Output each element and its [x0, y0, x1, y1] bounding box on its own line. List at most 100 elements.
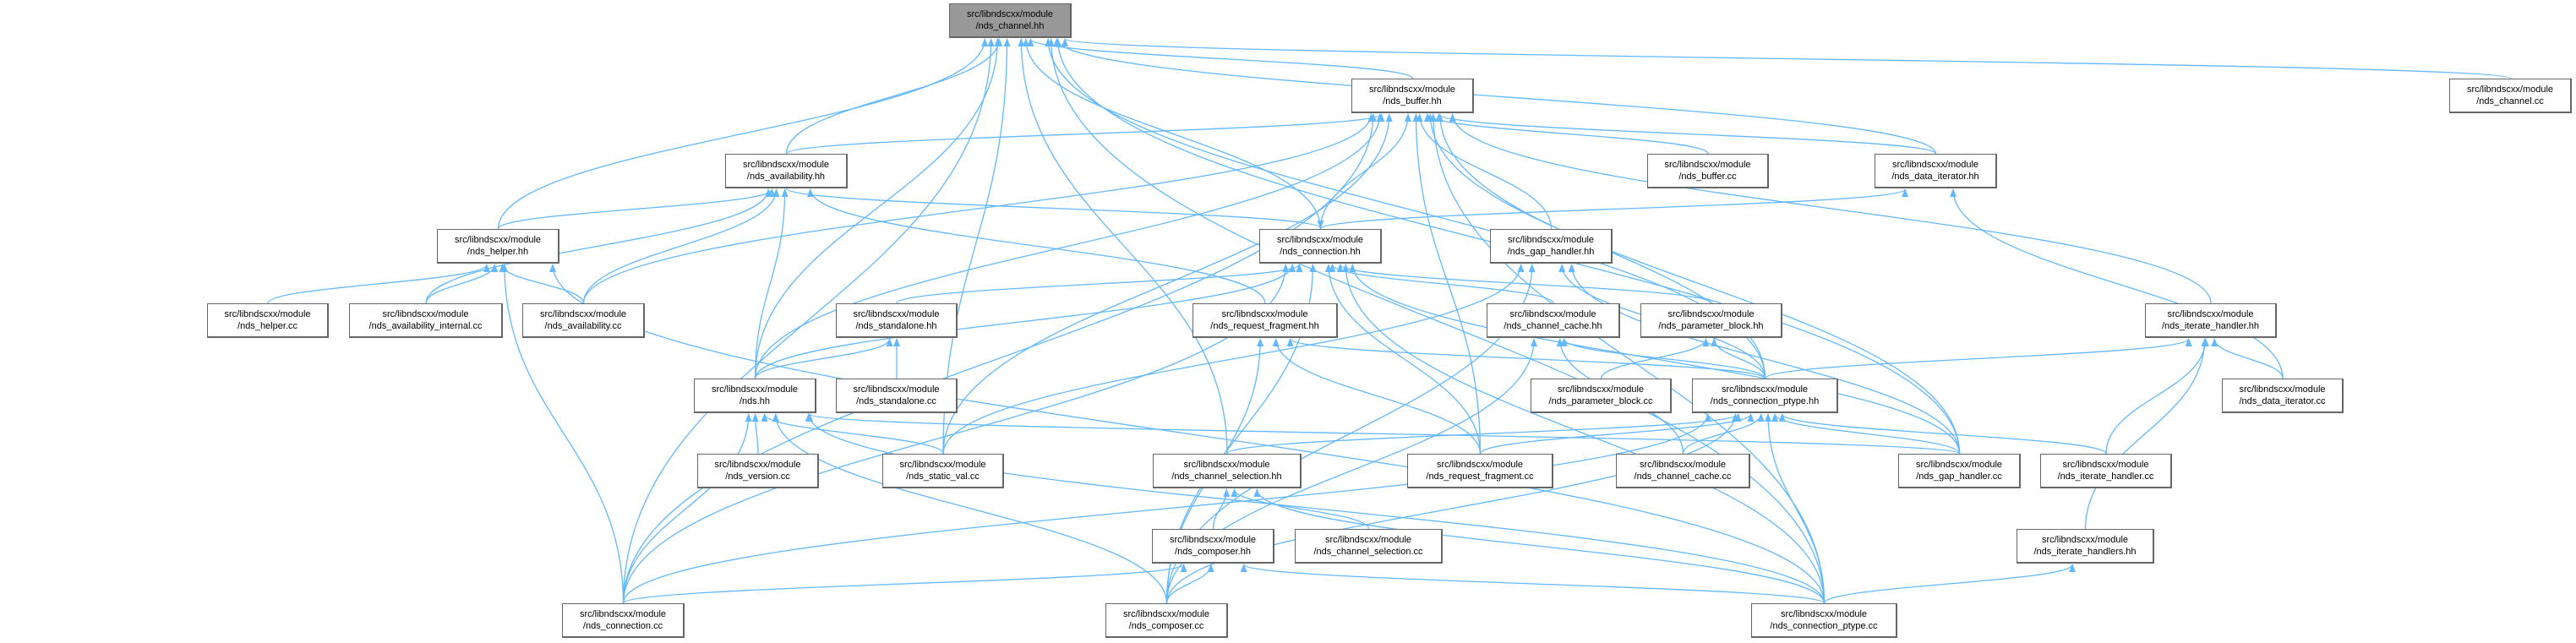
- file-node-label: /nds.hh: [739, 396, 771, 406]
- file-node-channel-hh[interactable]: src/libndscxx/module/nds_channel.hh: [949, 3, 1072, 38]
- file-node-channel-cc[interactable]: src/libndscxx/module/nds_channel.cc: [2449, 79, 2572, 113]
- file-node-connection-cc[interactable]: src/libndscxx/module/nds_connection.cc: [562, 603, 685, 638]
- include-edge-connection-ptype-hh-to-channel-cache-hh: [1560, 338, 1766, 379]
- include-edge-gap-handler-cc-to-gap-handler-hh: [1568, 264, 1961, 455]
- file-node-label: /nds_helper.hh: [467, 247, 529, 257]
- file-node-version-cc[interactable]: src/libndscxx/module/nds_version.cc: [697, 454, 819, 488]
- file-node-label: src/libndscxx/module: [714, 460, 801, 470]
- include-edge-request-fragment-cc-to-request-fragment-hh: [1272, 338, 1482, 455]
- include-edge-connection-ptype-cc-to-iterate-handlers-hh: [1823, 564, 2076, 604]
- file-node-label: src/libndscxx/module: [1183, 460, 1270, 470]
- file-node-channel-selection-hh[interactable]: src/libndscxx/module/nds_channel_selecti…: [1153, 454, 1302, 488]
- include-edge-connection-ptype-cc-to-connection-ptype-hh: [1765, 413, 1826, 604]
- include-edge-connection-ptype-cc-to-composer-hh: [1240, 564, 1826, 604]
- file-node-data-iterator-cc[interactable]: src/libndscxx/module/nds_data_iterator.c…: [2222, 379, 2344, 413]
- file-node-label: src/libndscxx/module: [454, 235, 542, 245]
- file-node-availability-hh[interactable]: src/libndscxx/module/nds_availability.hh: [725, 154, 848, 188]
- file-node-label: src/libndscxx/module: [1368, 84, 1456, 95]
- include-edge-channel-cc-to-channel-hh: [1062, 38, 2512, 79]
- file-node-label: /nds_connection_ptype.hh: [1710, 396, 1820, 406]
- file-node-channel-cache-cc[interactable]: src/libndscxx/module/nds_channel_cache.c…: [1616, 454, 1750, 488]
- file-node-label: src/libndscxx/module: [1122, 609, 1210, 619]
- file-node-gap-handler-hh[interactable]: src/libndscxx/module/nds_gap_handler.hh: [1490, 229, 1613, 264]
- file-node-label: src/libndscxx/module: [1721, 384, 1809, 395]
- file-node-label: /nds_static_val.cc: [906, 471, 980, 482]
- include-edge-buffer-cc-to-buffer-hh: [1424, 113, 1709, 155]
- file-node-label: src/libndscxx/module: [1664, 160, 1751, 170]
- include-edge-request-fragment-cc-to-connection-ptype-hh: [1479, 413, 1755, 455]
- include-edge-connection-hh-to-buffer-hh: [1319, 113, 1412, 230]
- file-node-label: src/libndscxx/module: [382, 309, 469, 319]
- file-node-parameter-block-hh[interactable]: src/libndscxx/module/nds_parameter_block…: [1640, 303, 1782, 338]
- file-node-helper-hh[interactable]: src/libndscxx/module/nds_helper.hh: [437, 229, 559, 264]
- file-node-label: /nds_channel_selection.hh: [1171, 471, 1282, 482]
- file-node-label: /nds_buffer.cc: [1678, 172, 1737, 182]
- file-node-label: src/libndscxx/module: [711, 384, 799, 395]
- file-node-label: src/libndscxx/module: [579, 609, 667, 619]
- file-node-iterate-handler-cc[interactable]: src/libndscxx/module/nds_iterate_handler…: [2040, 454, 2172, 488]
- file-node-label: /nds_connection.cc: [582, 621, 663, 631]
- file-node-availability-cc[interactable]: src/libndscxx/module/nds_availability.cc: [522, 303, 645, 338]
- file-node-helper-cc[interactable]: src/libndscxx/module/nds_helper.cc: [207, 303, 329, 338]
- file-node-label: /nds_connection.hh: [1280, 247, 1361, 257]
- include-edge-standalone-hh-to-connection-hh: [896, 264, 1303, 304]
- file-node-label: /nds_parameter_block.hh: [1658, 321, 1764, 331]
- file-node-label: src/libndscxx/module: [1436, 460, 1524, 470]
- file-node-label: src/libndscxx/module: [1915, 460, 2003, 470]
- file-node-data-iterator-hh[interactable]: src/libndscxx/module/nds_data_iterator.h…: [1875, 154, 1997, 188]
- file-node-label: src/libndscxx/module: [966, 9, 1054, 19]
- file-node-label: /nds_standalone.cc: [856, 396, 936, 406]
- file-node-label: src/libndscxx/module: [899, 460, 986, 470]
- include-edge-composer-cc-to-connection-ptype-hh: [1165, 413, 1739, 604]
- file-node-label: /nds_version.cc: [725, 471, 790, 482]
- include-edge-connection-ptype-cc-to-channel-selection-hh: [1253, 488, 1826, 604]
- file-node-standalone-cc[interactable]: src/libndscxx/module/nds_standalone.cc: [836, 379, 958, 413]
- file-node-label: /nds_request_fragment.hh: [1210, 321, 1319, 331]
- include-edge-connection-ptype-hh-to-parameter-block-hh: [1711, 338, 1766, 379]
- include-edge-connection-ptype-cc-to-connection-hh: [1342, 264, 1826, 604]
- include-edge-helper-cc-to-helper-hh: [267, 264, 490, 304]
- include-edge-request-fragment-cc-to-connection-hh: [1324, 264, 1482, 455]
- file-node-iterate-handlers-hh[interactable]: src/libndscxx/module/nds_iterate_handler…: [2017, 529, 2154, 564]
- file-node-connection-ptype-cc[interactable]: src/libndscxx/module/nds_connection_ptyp…: [1751, 603, 1897, 638]
- include-edge-nds-hh-to-buffer-hh: [754, 113, 1384, 379]
- include-edge-availability-hh-to-channel-hh: [785, 38, 1003, 155]
- file-node-iterate-handler-hh[interactable]: src/libndscxx/module/nds_iterate_handler…: [2145, 303, 2277, 338]
- include-edge-buffer-hh-to-channel-hh: [1027, 38, 1414, 79]
- file-node-label: /nds_channel.cc: [2476, 96, 2544, 106]
- file-node-connection-hh[interactable]: src/libndscxx/module/nds_connection.hh: [1259, 229, 1382, 264]
- file-node-buffer-hh[interactable]: src/libndscxx/module/nds_buffer.hh: [1351, 79, 1474, 113]
- file-node-request-fragment-cc[interactable]: src/libndscxx/module/nds_request_fragmen…: [1407, 454, 1553, 488]
- file-node-gap-handler-cc[interactable]: src/libndscxx/module/nds_gap_handler.cc: [1898, 454, 2021, 488]
- file-node-label: src/libndscxx/module: [1324, 535, 1412, 545]
- file-node-request-fragment-hh[interactable]: src/libndscxx/module/nds_request_fragmen…: [1192, 303, 1338, 338]
- include-edge-availability-internal-cc-to-availability-hh: [425, 188, 772, 304]
- file-node-label: /nds_channel_cache.hh: [1504, 321, 1602, 331]
- file-node-connection-ptype-hh[interactable]: src/libndscxx/module/nds_connection_ptyp…: [1692, 379, 1838, 413]
- include-edge-iterate-handlers-hh-to-iterate-handler-hh: [2084, 338, 2208, 530]
- file-node-channel-selection-cc[interactable]: src/libndscxx/module/nds_channel_selecti…: [1295, 529, 1443, 564]
- file-node-channel-cache-hh[interactable]: src/libndscxx/module/nds_channel_cache.h…: [1487, 303, 1620, 338]
- file-node-buffer-cc[interactable]: src/libndscxx/module/nds_buffer.cc: [1647, 154, 1769, 188]
- file-node-label: src/libndscxx/module: [1891, 160, 1979, 170]
- file-node-label: /nds_availability_internal.cc: [368, 321, 483, 331]
- include-edge-data-iterator-hh-to-buffer-hh: [1435, 113, 1937, 155]
- file-node-composer-hh[interactable]: src/libndscxx/module/nds_composer.hh: [1152, 529, 1274, 564]
- file-node-label: src/libndscxx/module: [539, 309, 627, 319]
- file-node-availability-internal-cc[interactable]: src/libndscxx/module/nds_availability_in…: [349, 303, 503, 338]
- file-node-label: /nds_iterate_handler.hh: [2162, 321, 2259, 331]
- include-edge-connection-ptype-hh-to-request-fragment-hh: [1286, 338, 1766, 379]
- include-edge-connection-cc-to-channel-hh: [622, 38, 995, 604]
- include-edge-connection-cc-to-buffer-hh: [622, 113, 1377, 604]
- include-edge-iterate-handler-cc-to-iterate-handler-hh: [2105, 338, 2209, 455]
- include-edge-static-val-cc-to-nds-hh: [761, 413, 944, 455]
- include-edge-connection-ptype-cc-to-channel-hh: [1047, 38, 1826, 604]
- file-node-standalone-hh[interactable]: src/libndscxx/module/nds_standalone.hh: [836, 303, 958, 338]
- file-node-label: src/libndscxx/module: [1221, 309, 1308, 319]
- file-node-static-val-cc[interactable]: src/libndscxx/module/nds_static_val.cc: [882, 454, 1004, 488]
- file-node-composer-cc[interactable]: src/libndscxx/module/nds_composer.cc: [1105, 603, 1228, 638]
- file-node-nds-hh[interactable]: src/libndscxx/module/nds.hh: [694, 379, 816, 413]
- file-node-parameter-block-cc[interactable]: src/libndscxx/module/nds_parameter_block…: [1531, 379, 1672, 413]
- file-node-label: /nds_availability.hh: [746, 172, 826, 182]
- include-edge-nds-hh-to-standalone-hh: [754, 338, 893, 379]
